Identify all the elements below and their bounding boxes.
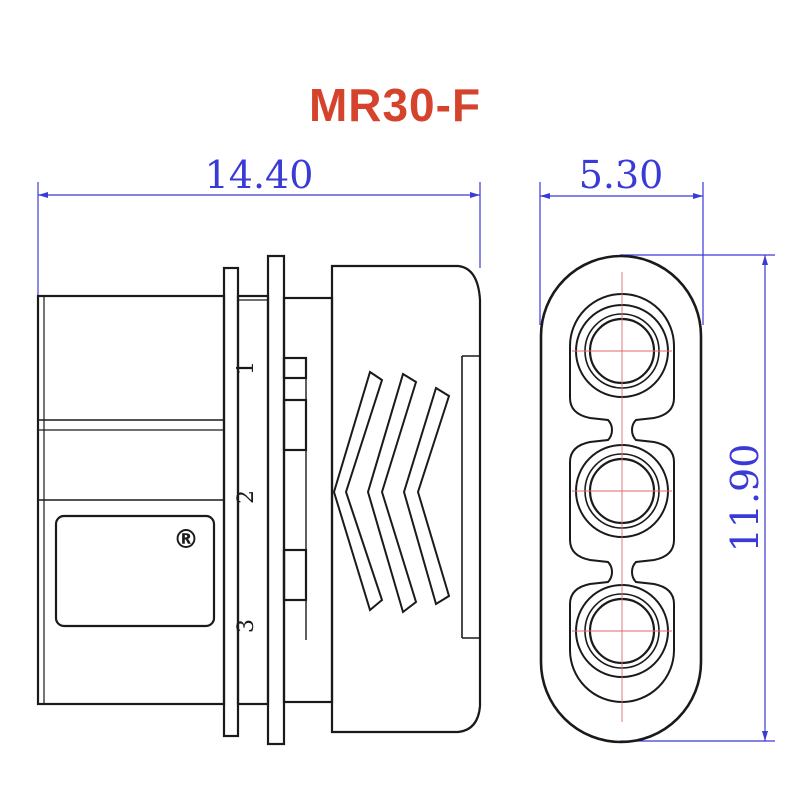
pin-window-2: [282, 398, 308, 452]
registered-mark-icon: ®: [173, 525, 199, 555]
centerlines: [572, 272, 672, 722]
end-view: [539, 254, 703, 744]
arrowhead-left: [540, 193, 550, 199]
end-view-outer-shell: [539, 254, 703, 744]
pin-window-3: [282, 548, 308, 602]
arrowhead-left: [38, 192, 48, 198]
pin-label-1: 1: [234, 361, 259, 375]
grip-body: [330, 264, 482, 734]
dimension-width: 5.30: [539, 153, 704, 325]
dimension-height-value: 11.90: [723, 444, 767, 553]
part-title: MR30-F: [308, 79, 482, 131]
logo-label-plate: [54, 514, 216, 628]
flange-rear: [266, 254, 286, 746]
arrowhead-right: [470, 192, 480, 198]
chevron-3: [402, 386, 451, 606]
grip-chevrons: [332, 370, 451, 614]
pin-label-3: 3: [234, 619, 259, 633]
pin-labels: 1 2 3: [234, 361, 259, 633]
dimension-width-value: 5.30: [579, 153, 664, 197]
arrowhead-bottom: [762, 731, 768, 741]
dimension-length: 14.40: [37, 153, 481, 300]
side-view: [36, 254, 482, 746]
dimension-height: 11.90: [620, 254, 775, 742]
pin-window-1: [282, 356, 308, 380]
chevron-1: [332, 370, 384, 612]
pin-label-2: 2: [234, 490, 259, 504]
arrowhead-right: [693, 193, 703, 199]
chevron-2: [366, 372, 418, 614]
arrowhead-top: [762, 255, 768, 265]
dimension-length-value: 14.40: [205, 153, 314, 197]
